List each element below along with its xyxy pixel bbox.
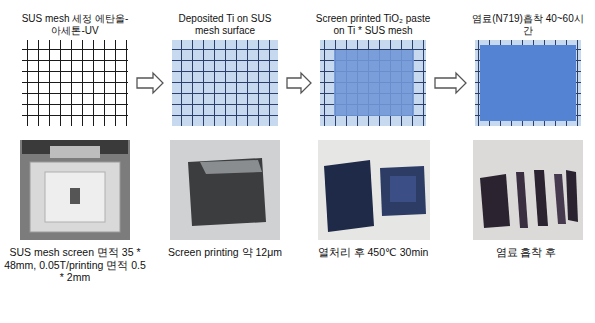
dyed-strip-photo — [473, 140, 583, 240]
process-step: Deposited Ti on SUS mesh surface — [165, 3, 285, 126]
process-step: 염료(N719)흡착 40~60시간 — [468, 3, 588, 126]
ti-mesh-panel — [172, 40, 278, 126]
dye-panel — [475, 40, 581, 126]
process-step: SUS mesh 세정 에탄올-아세톤-UV — [15, 3, 135, 126]
step-heading: Deposited Ti on SUS mesh surface — [165, 3, 285, 38]
process-arrow — [137, 73, 163, 93]
photo-caption: SUS mesh screen 면적 35 * 48mm, 0.05T/prin… — [4, 246, 146, 284]
ti-sample-photo — [170, 140, 280, 240]
annealed-sample-photo — [318, 140, 430, 240]
process-step: Screen printed TiO₂ paste on Ti * SUS me… — [313, 3, 433, 126]
photo-caption: 열처리 후 450℃ 30min — [308, 246, 438, 259]
photo-caption: Screen printing 약 12μm — [160, 246, 290, 259]
tio2-panel — [320, 40, 426, 126]
process-arrow — [435, 73, 466, 93]
process-arrow — [287, 73, 311, 93]
mesh-panel — [22, 40, 128, 126]
printer-photo — [20, 140, 130, 240]
photo-caption: 염료 흡착 후 — [463, 246, 589, 259]
step-heading: 염료(N719)흡착 40~60시간 — [468, 3, 588, 38]
step-heading: Screen printed TiO₂ paste on Ti * SUS me… — [313, 3, 433, 38]
step-heading: SUS mesh 세정 에탄올-아세톤-UV — [15, 3, 135, 38]
